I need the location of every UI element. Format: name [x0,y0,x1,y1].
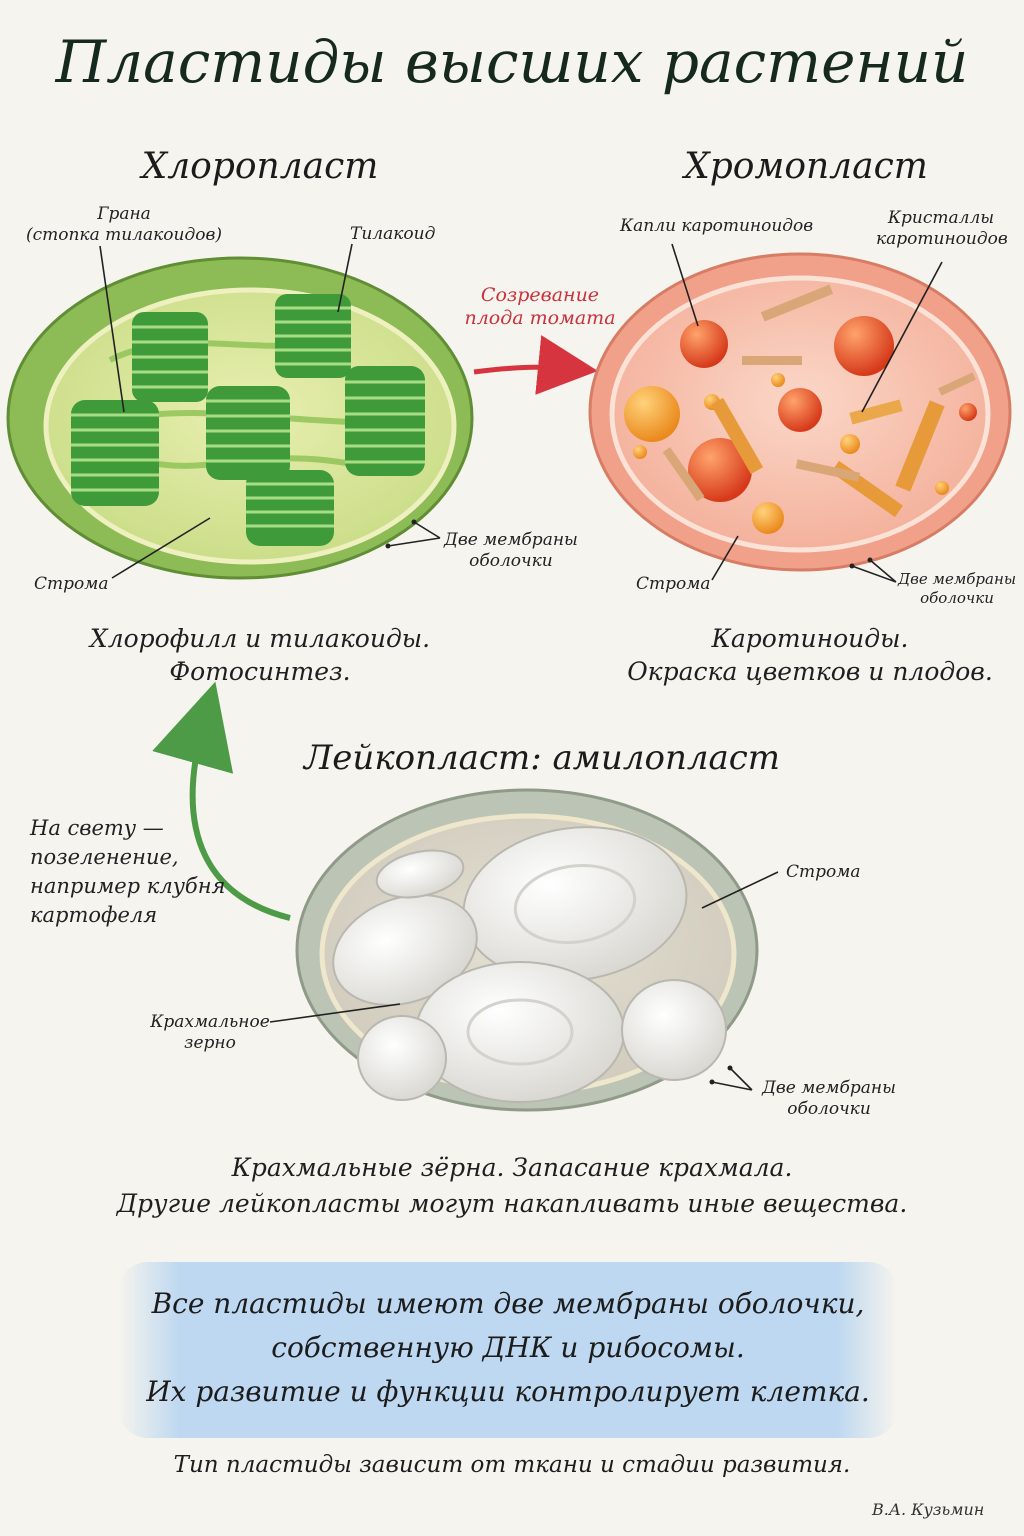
summary-text: Все пластиды имеют две мембраны оболочки… [118,1282,898,1414]
leucoplast-caption: Крахмальные зёрна. Запасание крахмала. Д… [60,1150,964,1222]
grana-label-line-2: (стопка тилакоидов) [25,225,223,245]
maturation-arrow [473,335,598,395]
greening-note-line-4: картофеля [30,903,158,927]
chromoplast-membranes-line-2: оболочки [920,589,994,607]
leucoplast-heading: Лейкопласт: амилопласт [303,738,781,778]
carotenoid-crystals-label: Кристаллы каротиноидов [876,208,1008,250]
carotenoid-crystals [662,284,976,518]
chloroplast-membranes-line-2: оболочки [469,551,553,571]
chromoplast-stroma-label: Строма [636,574,711,594]
summary-band [118,1262,898,1438]
maturation-label-line-2: плода томата [464,307,616,329]
chromoplast-diagram [588,243,1012,583]
leucoplast-membranes-line-2: оболочки [787,1099,871,1119]
carotenoid-crystals-line-2: каротиноидов [876,229,1008,249]
footnote: Тип пластиды зависит от ткани и стадии р… [173,1452,851,1478]
summary-line-3: Их развитие и функции контролирует клетк… [146,1375,870,1408]
summary-line-2: собственную ДНК и рибосомы. [271,1331,745,1364]
chloroplast-stroma-label: Строма [34,574,109,594]
starch-grains [332,826,727,1103]
chromoplast-membranes-line-1: Две мембраны [897,570,1017,588]
maturation-label: Созревание плода томата [450,284,630,330]
maturation-label-line-1: Созревание [480,284,600,306]
leucoplast-stroma-label: Строма [786,862,861,882]
thylakoid-label: Тилакоид [350,224,436,244]
carotenoid-drops-label: Капли каротиноидов [620,216,814,236]
greening-note-line-2: позеленение, [30,845,179,869]
signature: В.А. Кузьмин [872,1500,985,1519]
greening-arrow [152,681,291,921]
page-title: Пластиды высших растений [55,28,969,96]
summary-line-1: Все пластиды имеют две мембраны оболочки… [151,1287,865,1320]
grana-label: Грана (стопка тилакоидов) [24,204,224,246]
carotenoid-drops [624,316,977,534]
grana-stacks [71,294,425,546]
chromoplast-membranes-label: Две мембраны оболочки [894,570,1020,608]
chloroplast-caption-line-2: Фотосинтез. [169,657,351,686]
chloroplast-membranes-line-1: Две мембраны [444,530,578,550]
chloroplast-caption-line-1: Хлорофилл и тилакоиды. [89,624,431,653]
chloroplast-heading: Хлоропласт [141,146,379,187]
leucoplast-membranes-label: Две мембраны оболочки [754,1078,904,1120]
chromoplast-caption-line-2: Окраска цветков и плодов. [627,657,993,686]
grana-label-line-1: Грана [97,204,151,224]
chloroplast-caption: Хлорофилл и тилакоиды. Фотосинтез. [40,622,480,688]
leucoplast-caption-line-1: Крахмальные зёрна. Запасание крахмала. [231,1153,793,1182]
greening-note-line-3: например клубня [30,874,226,898]
leucoplast-membranes-line-1: Две мембраны [762,1078,896,1098]
greening-note-line-1: На свету — [30,816,164,840]
carotenoid-crystals-line-1: Кристаллы [887,208,995,228]
chloroplast-diagram [6,243,474,580]
chloroplast-membranes-label: Две мембраны оболочки [444,530,578,572]
chromoplast-caption: Каротиноиды. Окраска цветков и плодов. [600,622,1020,688]
chromoplast-heading: Хромопласт [684,146,928,187]
starch-grain-label: Крахмальное зерно [140,1012,280,1054]
leucoplast-diagram [269,788,779,1112]
leucoplast-caption-line-2: Другие лейкопласты могут накапливать ины… [116,1189,908,1218]
chromoplast-caption-line-1: Каротиноиды. [711,624,909,653]
greening-note: На свету — позеленение, например клубня … [30,814,225,930]
starch-grain-label-line-2: зерно [184,1033,236,1053]
starch-grain-label-line-1: Крахмальное [150,1012,270,1032]
